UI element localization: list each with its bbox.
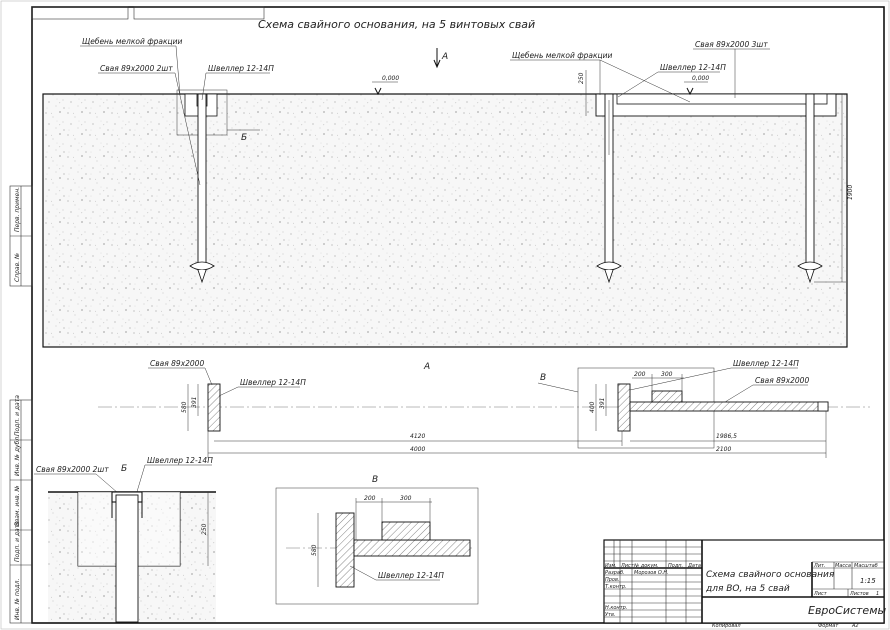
svg-text:Формат: Формат [818, 623, 839, 629]
side-stamp: Перв. примен. Справ. № Подп. и дата Инв.… [9, 185, 33, 624]
svg-text:Копировал: Копировал [712, 623, 741, 629]
svg-text:4000: 4000 [410, 446, 425, 453]
detail-v-title: В [372, 475, 378, 485]
svg-text:Масштаб: Масштаб [854, 563, 878, 569]
svg-text:0,000: 0,000 [382, 75, 399, 82]
svg-text:Пров.: Пров. [605, 577, 620, 583]
razrab-name: Морозов О.Н. [634, 570, 669, 576]
plan-channel-left [207, 383, 221, 432]
doc-name-line2: для ВО, на 5 свай [705, 584, 790, 594]
label-piles-right: Свая 89х2000 3шт [695, 40, 768, 49]
drawing-frame [31, 6, 885, 624]
detail-b-marker: Б [241, 133, 247, 143]
svg-text:250: 250 [578, 72, 585, 84]
svg-text:400: 400 [589, 401, 596, 413]
detail-b-label-piles: Свая 89х2000 2шт [36, 465, 109, 474]
svg-text:1986,5: 1986,5 [716, 433, 737, 440]
svg-text:Утв.: Утв. [605, 612, 616, 618]
stamp-perv-primen: Перв. примен. [14, 187, 21, 232]
detail-b-view: Свая 89х2000 2шт Б Швеллер 12-14П 250 [34, 456, 216, 623]
soil-section [42, 89, 848, 348]
svg-text:Масса: Масса [835, 563, 851, 569]
right-pile-2 [805, 93, 815, 271]
plan-detail-v: В [540, 373, 546, 383]
detail-v-label-channel: Швеллер 12-14П [378, 571, 444, 580]
svg-text:Разраб.: Разраб. [605, 570, 625, 576]
label-gravel-right: Щебень мелкой фракции [512, 51, 612, 60]
svg-text:1900: 1900 [847, 185, 854, 200]
svg-text:А2: А2 [851, 623, 859, 629]
svg-text:250: 250 [201, 523, 208, 535]
svg-text:300: 300 [400, 495, 412, 502]
plan-label-pile-right: Свая 89х2000 [755, 376, 809, 385]
stamp-sprav-no: Справ. № [14, 253, 21, 282]
svg-text:4120: 4120 [410, 433, 425, 440]
stamp-inv-podl: Инв. № подл. [14, 579, 21, 620]
label-channel-right: Швеллер 12-14П [660, 63, 726, 72]
svg-text:Лист: Лист [620, 563, 635, 569]
svg-text:Изм.: Изм. [605, 563, 617, 569]
svg-text:Н.контр.: Н.контр. [605, 605, 627, 611]
stamp-vzam-inv: Взам. инв. № [14, 485, 21, 526]
svg-text:А: А [441, 52, 448, 62]
label-piles-left: Свая 89х2000 2шт [100, 64, 173, 73]
svg-text:Подп.: Подп. [668, 563, 683, 569]
svg-text:1: 1 [876, 591, 879, 597]
stamp-podp-data-2: Подп. и дата [14, 521, 21, 562]
detail-b-label-channel: Швеллер 12-14П [147, 456, 213, 465]
svg-text:Лист: Лист [813, 591, 828, 597]
title-block: Изм. Лист № докум. Подп. Дата Разраб. Мо… [603, 539, 886, 629]
stamp-podp-data-1: Подп. и дата [14, 395, 21, 436]
scale-value: 1:15 [860, 577, 876, 585]
svg-text:580: 580 [181, 401, 188, 413]
label-gravel-left: Щебень мелкой фракции [82, 37, 182, 46]
svg-text:2100: 2100 [716, 446, 731, 453]
doc-name-line1: Схема свайного основания [706, 570, 835, 580]
section-label-a: А [423, 362, 430, 372]
svg-text:200: 200 [634, 371, 646, 378]
plan-view: Свая 89х2000 Швеллер 12-14П Швеллер 12-1… [98, 359, 870, 458]
svg-text:200: 200 [364, 495, 376, 502]
svg-text:580: 580 [311, 544, 318, 556]
svg-text:0,000: 0,000 [692, 75, 709, 82]
svg-text:Лит.: Лит. [813, 563, 826, 569]
company-name: ЕвроСистемы [808, 604, 886, 617]
drawing-title: Схема свайного основания, на 5 винтовых … [258, 18, 535, 31]
plan-pile-right [629, 401, 829, 412]
svg-text:300: 300 [661, 371, 673, 378]
svg-text:№ докум.: № докум. [633, 563, 659, 569]
plan-label-pile-left: Свая 89х2000 [150, 359, 204, 368]
svg-text:391: 391 [191, 397, 198, 408]
svg-text:Т.контр.: Т.контр. [605, 584, 627, 590]
top-view-labels: Щебень мелкой фракции Свая 89х2000 2шт Ш… [80, 37, 854, 283]
view-arrow-a: А [433, 48, 448, 69]
detail-v-view: В 200 300 580 Швеллер 12-14П [275, 475, 479, 605]
detail-b-title: Б [121, 464, 127, 474]
svg-text:391: 391 [599, 398, 606, 409]
plan-label-channel-right: Швеллер 12-14П [733, 359, 799, 368]
plan-label-channel-left: Швеллер 12-14П [240, 378, 306, 387]
stamp-inv-dubl: Инв. № дубл. [14, 435, 21, 476]
plan-channel-right [617, 383, 631, 432]
svg-text:Дата: Дата [687, 563, 701, 569]
svg-text:Листов: Листов [849, 591, 869, 597]
label-channel-left: Швеллер 12-14П [208, 64, 274, 73]
